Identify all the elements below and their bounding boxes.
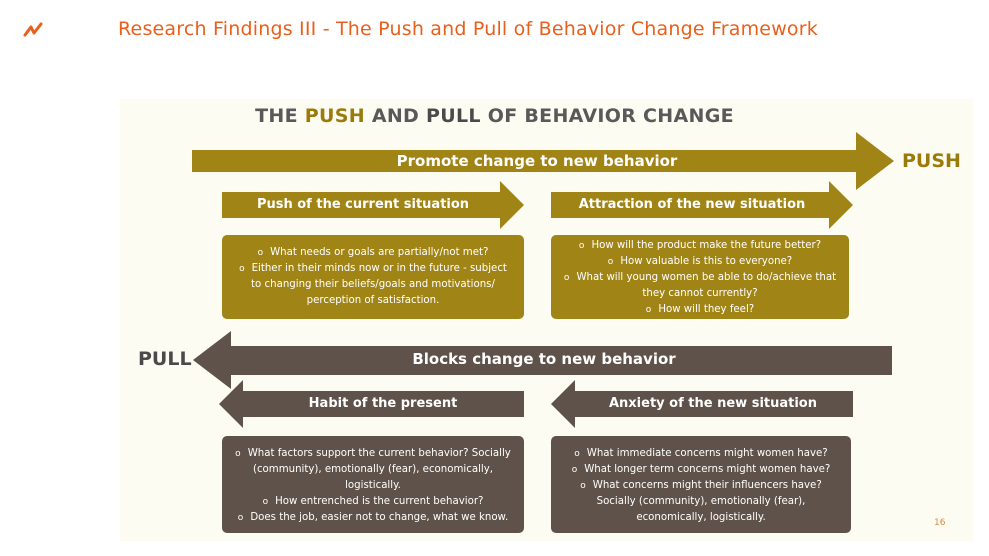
list-item: (community), emotionally (fear), economi… <box>252 464 493 475</box>
page-number: 16 <box>934 518 946 528</box>
list-item: What needs or goals are partially/not me… <box>232 245 514 261</box>
push-current-arrow <box>222 181 524 229</box>
promote-arrow <box>192 132 894 190</box>
list-item: What immediate concerns might women have… <box>561 446 841 462</box>
list-item: How valuable is this to everyone? <box>561 254 839 270</box>
anxiety-arrow <box>551 380 853 428</box>
list-item: to changing their beliefs/goals and moti… <box>251 279 495 290</box>
push-current-box: What needs or goals are partially/not me… <box>222 235 524 319</box>
list-item: How will the product make the future bet… <box>561 238 839 254</box>
diagram-heading: THE PUSH AND PULL OF BEHAVIOR CHANGE <box>255 105 734 127</box>
list-item: How will they feel? <box>561 302 839 318</box>
brand-logo-icon <box>23 22 43 37</box>
habit-arrow <box>219 380 524 428</box>
list-item: Socially (community), emotionally (fear)… <box>596 496 806 507</box>
slide-title: Research Findings III - The Push and Pul… <box>118 18 818 40</box>
list-item: Either in their minds now or in the futu… <box>232 261 514 277</box>
attraction-box: How will the product make the future bet… <box>551 235 849 319</box>
list-item: perception of satisfaction. <box>306 295 440 306</box>
push-label: PUSH <box>902 150 961 172</box>
blocks-arrow <box>193 331 892 389</box>
pull-label: PULL <box>138 348 192 370</box>
list-item: What longer term concerns might women ha… <box>561 462 841 478</box>
list-item: economically, logistically. <box>636 512 766 523</box>
push-current-label: Push of the current situation <box>256 197 470 212</box>
attraction-label: Attraction of the new situation <box>578 197 806 212</box>
list-item: What will young women be able to do/achi… <box>561 270 839 286</box>
list-item: How entrenched is the current behavior? <box>232 494 514 510</box>
list-item: they cannot currently? <box>642 288 758 299</box>
list-item: logistically. <box>345 480 401 491</box>
habit-label: Habit of the present <box>308 396 458 411</box>
attraction-arrow <box>551 181 853 229</box>
anxiety-label: Anxiety of the new situation <box>608 396 817 411</box>
list-item: What factors support the current behavio… <box>232 446 514 462</box>
list-item: What concerns might their influencers ha… <box>561 478 841 494</box>
promote-arrow-label: Promote change to new behavior <box>396 152 678 170</box>
anxiety-box: What immediate concerns might women have… <box>551 436 851 533</box>
habit-box: What factors support the current behavio… <box>222 436 524 533</box>
blocks-arrow-label: Blocks change to new behavior <box>412 350 676 368</box>
list-item: Does the job, easier not to change, what… <box>232 510 514 526</box>
